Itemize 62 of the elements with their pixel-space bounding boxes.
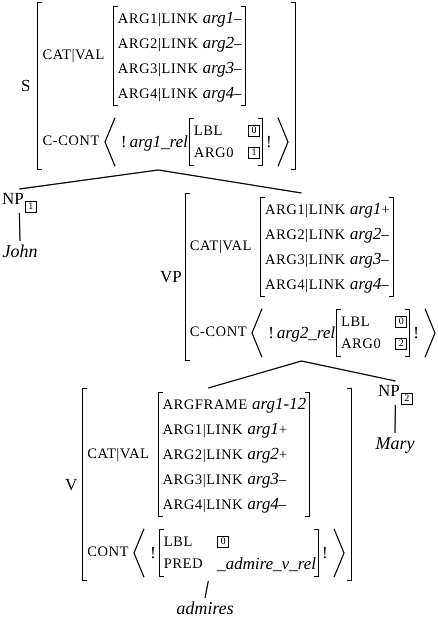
leaf-word: admires [176, 598, 234, 618]
relation-type: arg2_rel [276, 323, 336, 343]
feature-value-pair: ARG2|LINK arg2+ [162, 443, 289, 465]
feature-name: ARG0 [194, 144, 234, 163]
coindex-tag: 0 [395, 316, 408, 328]
feature-matrix [158, 529, 319, 577]
tree-branch [158, 169, 302, 194]
feature-name: CAT|VAL [87, 444, 150, 464]
exclamation-mark: ! [266, 132, 272, 152]
feature-value-pair: ARG2|LINK arg2– [265, 223, 390, 245]
feature-name: CAT|VAL [42, 46, 105, 66]
relation-type: arg1_rel [130, 132, 188, 152]
feature-value-pair: ARGFRAME arg1-12 [162, 393, 306, 415]
coindex-tag: 2 [400, 393, 413, 405]
feature-name: LBL [194, 122, 224, 141]
coindex-tag: 2 [395, 338, 408, 350]
predicate-value: _admire_v_rel [217, 553, 316, 575]
tree-branch [19, 169, 158, 190]
feature-name: PRED [164, 555, 204, 574]
tree-branch [208, 360, 302, 389]
feature-name: CAT|VAL [190, 237, 252, 256]
tree-branch [204, 580, 209, 598]
feature-name: LBL [164, 533, 194, 552]
category-label: NP [2, 189, 24, 209]
feature-name: C-CONT [42, 132, 100, 152]
exclamation-mark: ! [322, 543, 328, 563]
category-label: VP [160, 267, 182, 287]
feature-value-pair: ARG4|LINK arg4– [118, 82, 242, 104]
coindex-tag: 0 [248, 125, 260, 137]
tree-branch [18, 212, 21, 242]
feature-matrix [336, 309, 410, 357]
coindex-tag: 0 [217, 536, 230, 548]
feature-matrix [188, 118, 264, 166]
leaf-word: John [2, 241, 38, 261]
category-label: V [65, 474, 78, 494]
tree-branch [301, 360, 396, 382]
exclamation-mark: ! [268, 323, 274, 343]
leaf-word: Mary [376, 433, 414, 453]
feature-name: CONT [87, 543, 130, 562]
feature-value-pair: ARG4|LINK arg4– [162, 493, 288, 515]
coindex-tag: 1 [24, 201, 37, 213]
feature-matrix [112, 6, 246, 106]
category-label: S [21, 76, 30, 96]
feature-value-pair: ARG2|LINK arg2– [118, 32, 242, 54]
feature-name: LBL [341, 313, 372, 332]
feature-value-pair: ARG1|LINK arg1– [118, 7, 242, 29]
tree-branch [394, 405, 396, 433]
feature-value-pair: ARG1|LINK arg1+ [162, 418, 289, 440]
feature-matrix [158, 392, 310, 517]
coindex-tag: 1 [248, 147, 260, 159]
feature-value-pair: ARG3|LINK arg3– [118, 57, 242, 79]
feature-matrix [260, 197, 394, 297]
exclamation-mark: ! [150, 543, 156, 563]
feature-name: ARG0 [341, 335, 382, 354]
feature-value-pair: ARG4|LINK arg4– [265, 273, 390, 295]
feature-value-pair: ARG1|LINK arg1+ [265, 198, 390, 220]
feature-value-pair: ARG3|LINK arg3– [265, 248, 390, 270]
exclamation-mark: ! [120, 132, 127, 152]
category-label: NP [378, 381, 400, 401]
exclamation-mark: ! [413, 323, 419, 343]
feature-value-pair: ARG3|LINK arg3– [162, 468, 288, 490]
feature-name: C-CONT [190, 323, 248, 342]
